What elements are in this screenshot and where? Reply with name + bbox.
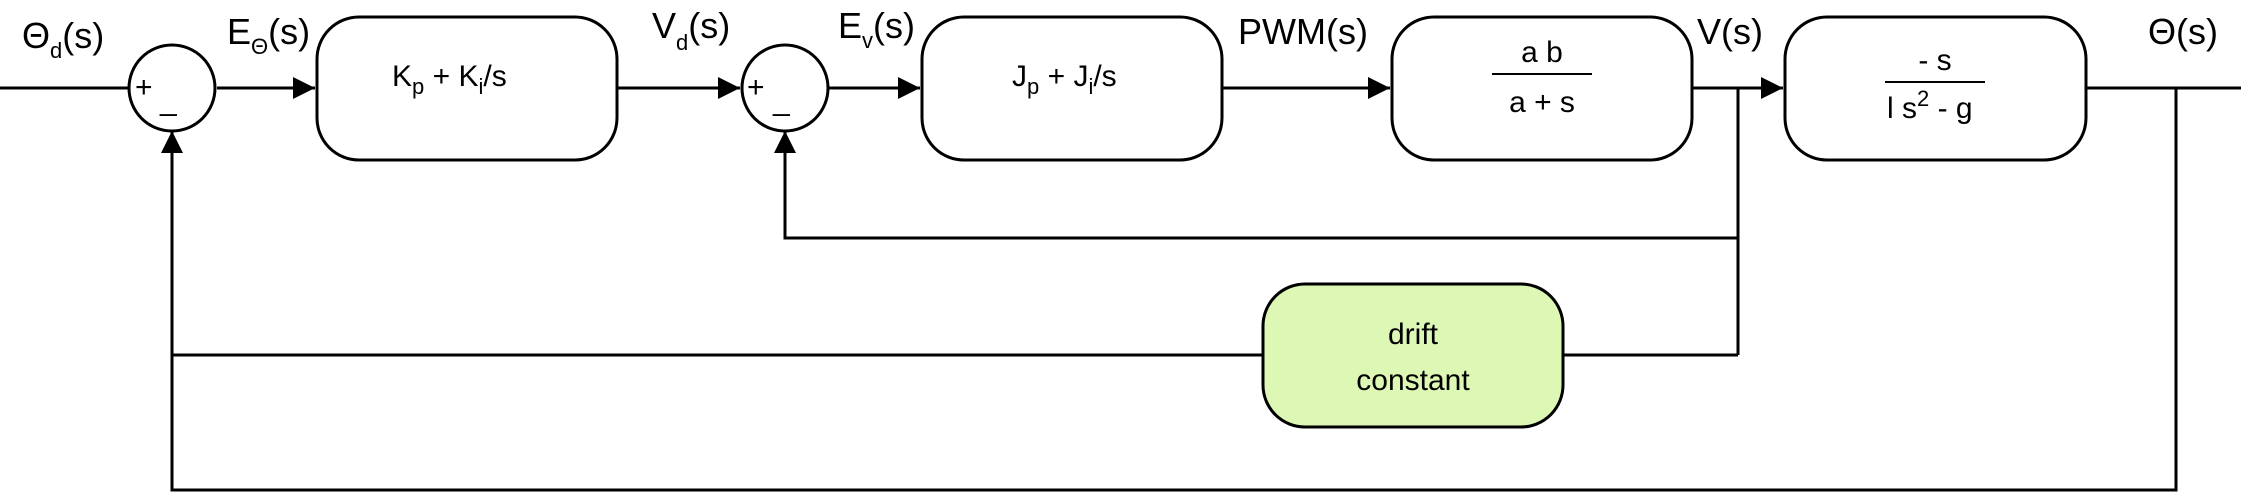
theta-d-tail: (s) xyxy=(62,15,104,56)
pi-velocity-k2-sub: i xyxy=(1088,74,1093,99)
motor-numerator: a b xyxy=(1521,36,1563,69)
block-plant: - s l s2 - g xyxy=(1783,15,2088,162)
label-theta-d: Θd(s) xyxy=(22,15,104,63)
sum1-minus: _ xyxy=(159,84,178,117)
label-e-theta: EΘ(s) xyxy=(227,11,310,59)
e-theta-sub: Θ xyxy=(251,34,268,59)
theta-d-sub: d xyxy=(50,38,62,63)
label-v-d: Vd(s) xyxy=(652,5,730,55)
pi-angle-k1-sub: p xyxy=(412,74,424,99)
summing-junction-angle: + _ xyxy=(127,43,217,133)
e-v-sub: v xyxy=(862,28,873,53)
summing-junction-velocity: + _ xyxy=(740,43,830,133)
theta-d-main: Θ xyxy=(22,15,50,56)
pi-angle-k2-sub: i xyxy=(478,74,483,99)
pi-velocity-k1: J xyxy=(1012,60,1027,93)
e-theta-main: E xyxy=(227,11,251,52)
label-v: V(s) xyxy=(1697,11,1763,52)
e-v-main: E xyxy=(838,5,862,46)
e-v-tail: (s) xyxy=(873,5,915,46)
drift-line1: drift xyxy=(1388,318,1439,351)
sum2-plus: + xyxy=(747,71,765,104)
motor-denominator: a + s xyxy=(1509,86,1575,119)
label-theta: Θ(s) xyxy=(2148,11,2218,52)
block-pi-angle: Kp + Ki/s xyxy=(315,15,619,162)
svg-text:Jp + Ji/s: Jp + Ji/s xyxy=(1012,60,1117,99)
sum2-minus: _ xyxy=(772,84,791,117)
drift-line2: constant xyxy=(1356,364,1470,397)
plant-den-b: - g xyxy=(1929,92,1972,125)
velocity-feedback-wire xyxy=(774,88,1740,240)
e-theta-tail: (s) xyxy=(268,11,310,52)
svg-text:Kp + Ki/s: Kp + Ki/s xyxy=(392,60,507,99)
pi-angle-k1: K xyxy=(392,60,412,93)
v-d-tail: (s) xyxy=(688,5,730,46)
v-d-sub: d xyxy=(676,30,688,55)
block-pi-velocity: Jp + Ji/s xyxy=(920,15,1224,162)
block-motor: a b a + s xyxy=(1390,15,1694,162)
plant-numerator: - s xyxy=(1918,44,1951,77)
angle-feedback-wire xyxy=(161,88,2178,492)
label-pwm: PWM(s) xyxy=(1238,11,1368,52)
svg-text:l s2 - g: l s2 - g xyxy=(1887,86,1973,125)
pi-angle-tail: /s xyxy=(483,60,506,93)
pi-angle-mid: + K xyxy=(424,60,478,93)
label-e-v: Ev(s) xyxy=(838,5,915,53)
block-drift-constant: drift constant xyxy=(1261,282,1565,429)
plant-den-a: l s xyxy=(1887,92,1917,125)
pi-velocity-k1-sub: p xyxy=(1027,74,1039,99)
plant-den-sup: 2 xyxy=(1917,86,1929,111)
sum1-plus: + xyxy=(135,71,153,104)
pi-velocity-mid: + J xyxy=(1039,60,1088,93)
pi-velocity-tail: /s xyxy=(1093,60,1116,93)
v-d-main: V xyxy=(652,5,676,46)
